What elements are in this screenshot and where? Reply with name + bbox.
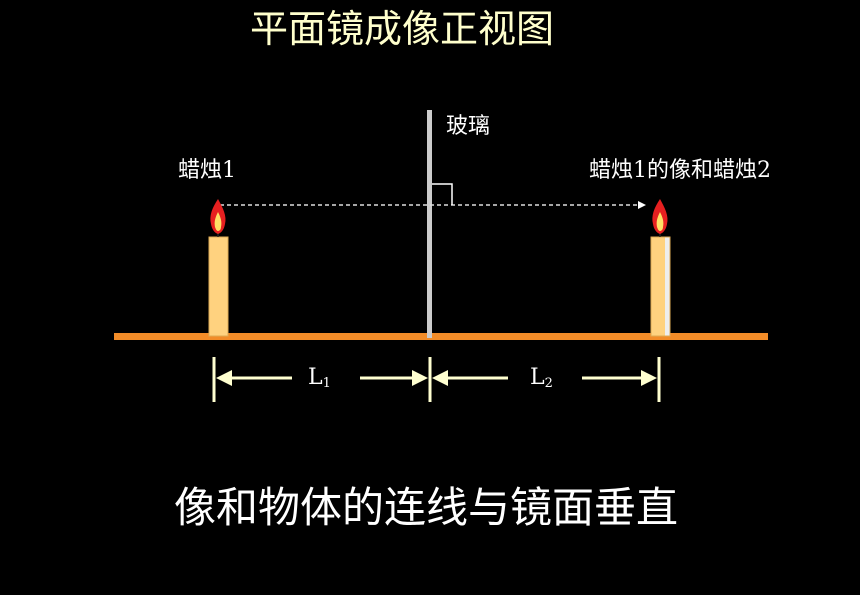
flame-icon — [210, 199, 226, 234]
distance-L2-main: L — [530, 365, 545, 390]
candle-icon — [208, 229, 229, 337]
distance-L1-main: L — [308, 365, 323, 390]
distance-L1-subscript: 1 — [322, 376, 331, 391]
dotted-line-arrowhead — [638, 201, 646, 209]
candle-icon — [650, 229, 671, 337]
conclusion-text: 像和物体的连线与镜面垂直 — [174, 483, 679, 532]
image-and-candle2-label: 蜡烛1的像和蜡烛2 — [589, 158, 771, 183]
glass-plate — [427, 110, 432, 338]
distance-L1-label: L1 — [308, 365, 331, 391]
flame-icon — [652, 199, 668, 234]
glass-label: 玻璃 — [446, 114, 491, 139]
table-surface — [114, 333, 768, 340]
right-angle-mark-icon — [432, 183, 453, 205]
distance-L2-subscript: 2 — [544, 376, 553, 391]
candle1-label: 蜡烛1 — [178, 158, 236, 183]
distance-markers — [212, 357, 661, 402]
slide-title: 平面镜成像正视图 — [250, 7, 555, 51]
distance-L2-label: L2 — [530, 365, 553, 391]
